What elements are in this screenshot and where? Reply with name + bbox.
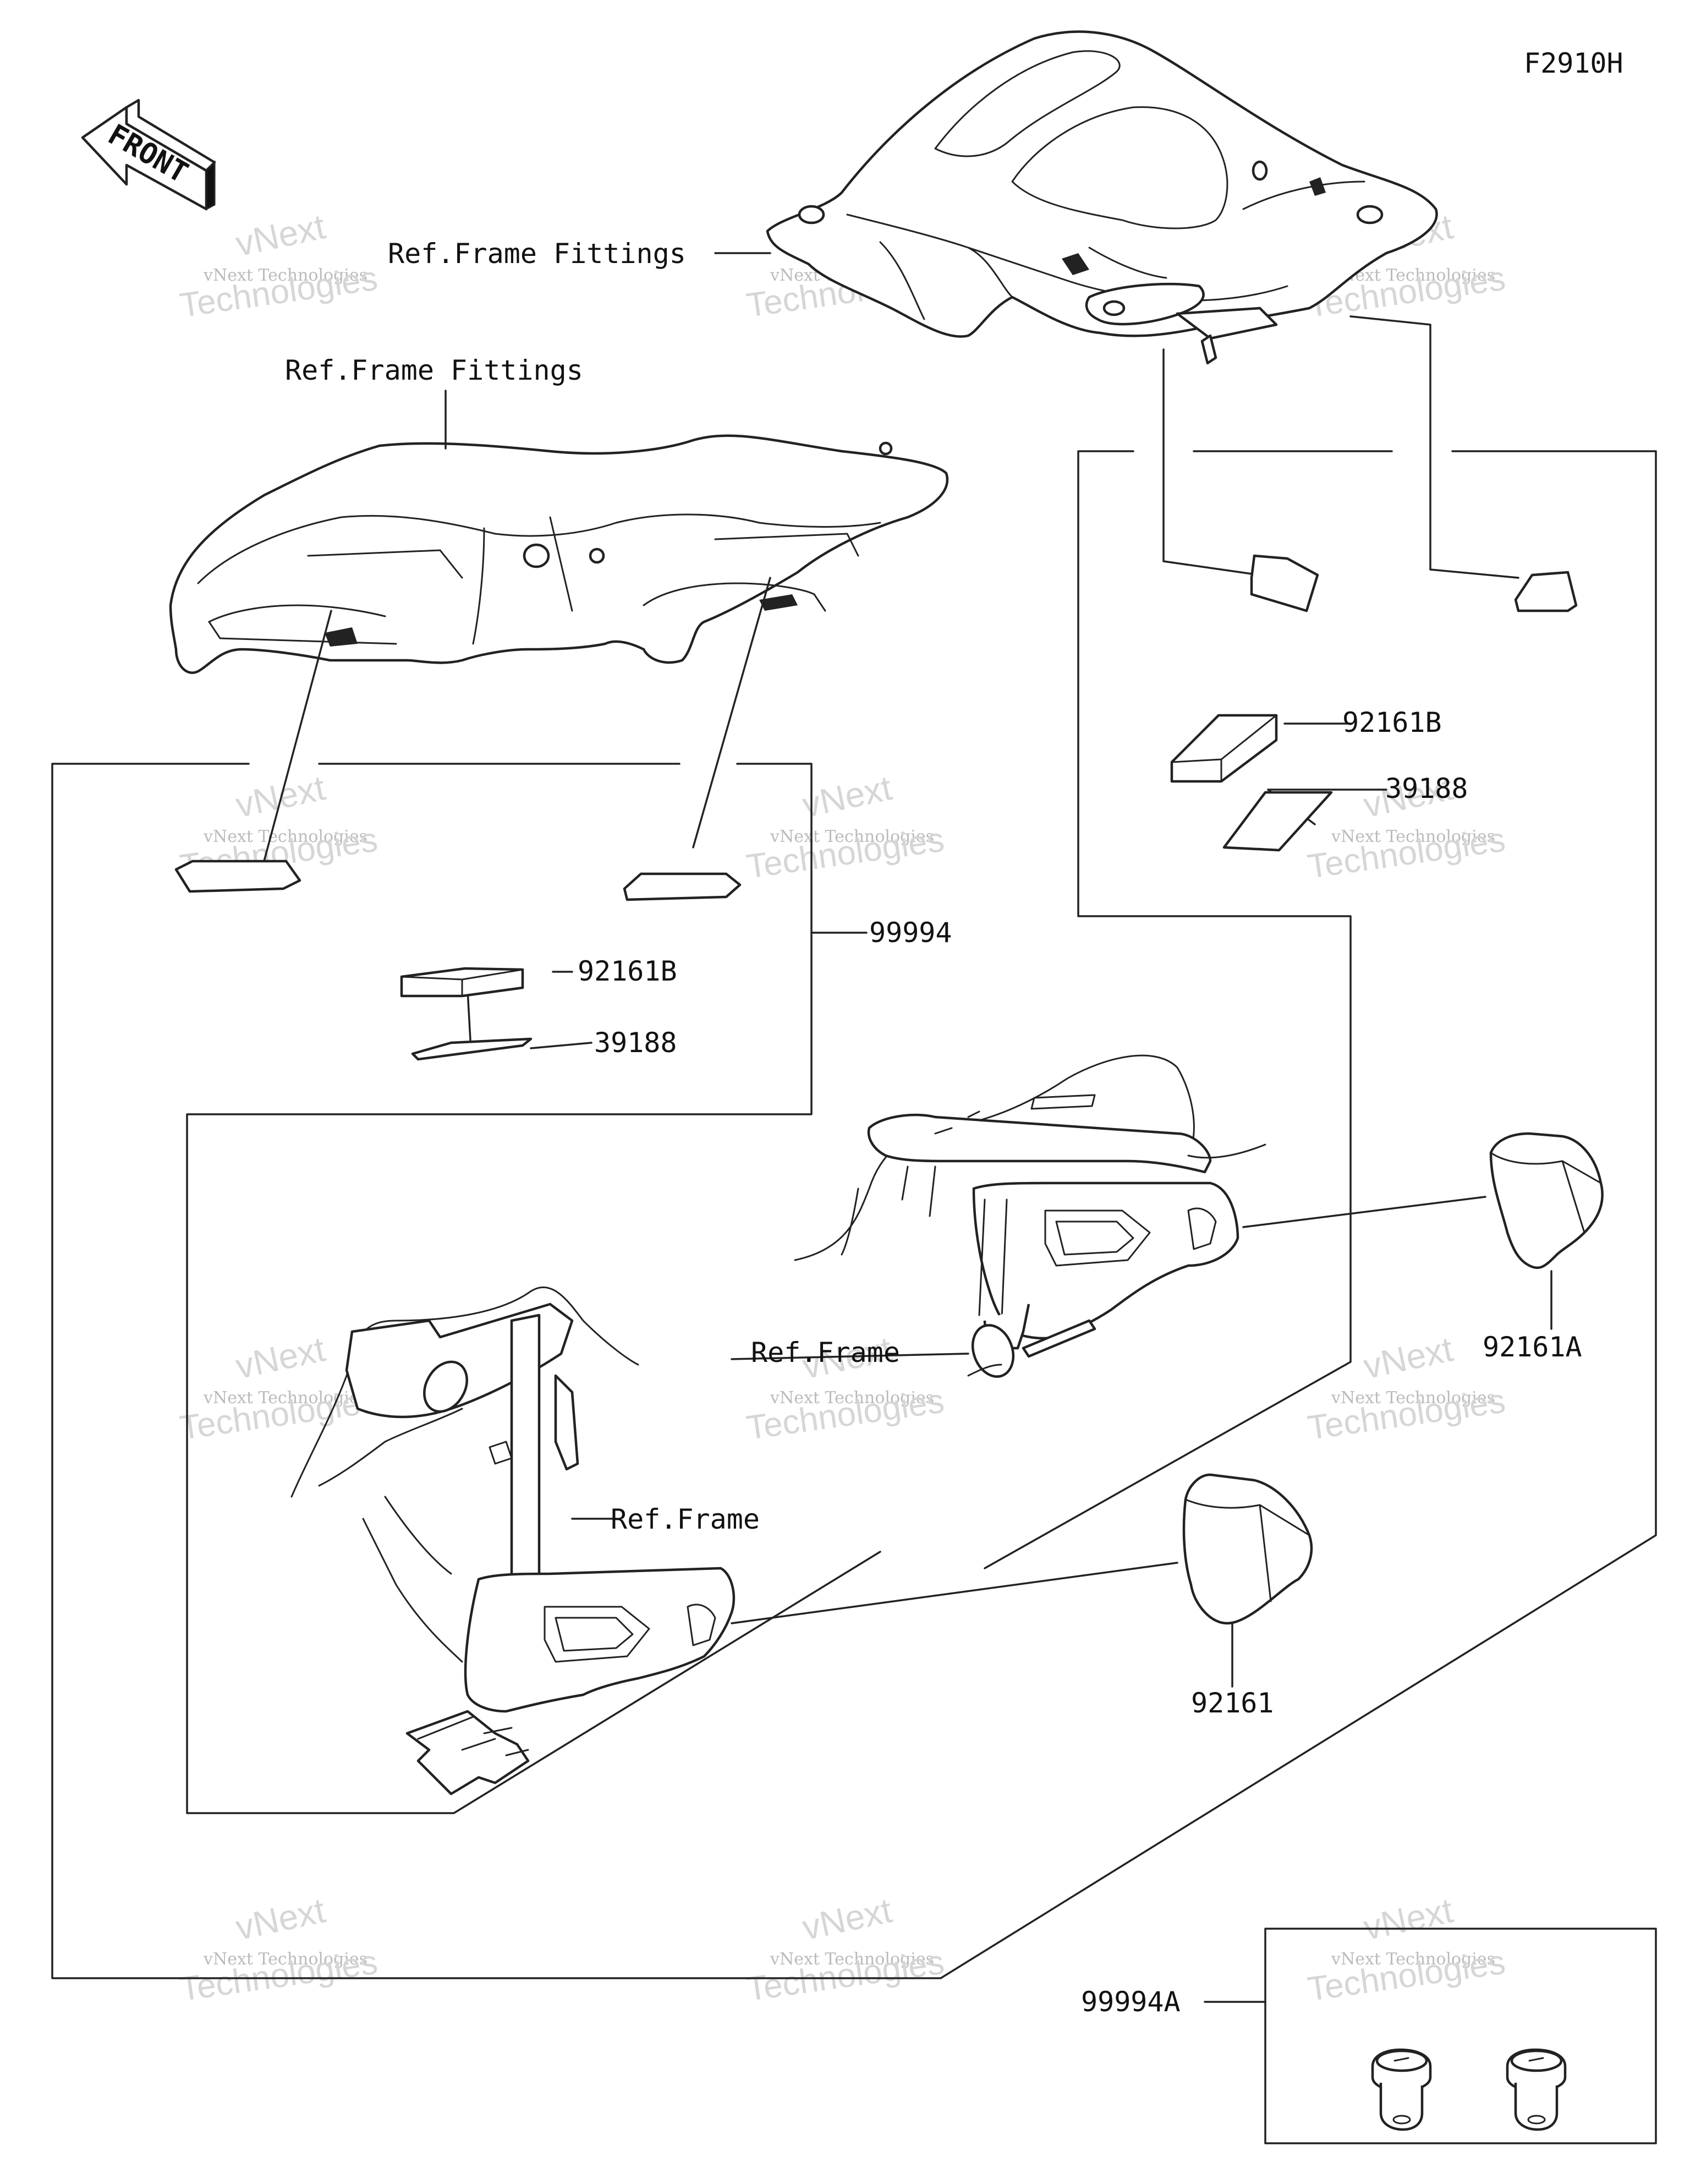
cap-1: [1371, 2048, 1432, 2131]
watermark-line1: vNext: [232, 206, 328, 264]
label-ref-frame-fittings-left: Ref.Frame Fittings: [285, 354, 583, 386]
part-39188-right: [1222, 791, 1333, 852]
watermark: vNext vNext Technologies Technologies: [1305, 1890, 1508, 2008]
watermark-line2: vNext Technologies: [1331, 1950, 1495, 1969]
kit-box-99994A: [1264, 1928, 1657, 2144]
label-39188-left: 39188: [594, 1027, 677, 1059]
watermark-line1: vNext: [799, 768, 895, 825]
label-ref-frame-left: Ref.Frame: [611, 1503, 760, 1535]
watermark: vNext vNext Technologies Technologies: [744, 768, 947, 886]
watermark: vNext vNext Technologies Technologies: [178, 206, 380, 325]
label-92161B-left: 92161B: [578, 955, 677, 987]
watermark-line1: vNext: [1360, 1890, 1456, 1947]
pad-right-1: [1250, 554, 1319, 612]
watermark: vNext vNext Technologies Technologies: [178, 1890, 380, 2008]
pad-left-2: [623, 872, 742, 901]
watermark: vNext vNext Technologies Technologies: [744, 1890, 947, 2008]
pad-left-1: [174, 860, 301, 893]
label-99994: 99994: [869, 917, 952, 949]
watermark-line1: vNext: [232, 1890, 328, 1947]
label-ref-frame-fittings-top: Ref.Frame Fittings: [388, 238, 686, 270]
watermark-line2: vNext Technologies: [1331, 827, 1495, 846]
front-arrow-icon: FRONT: [81, 98, 216, 211]
part-92161B-right: [1170, 714, 1278, 783]
right-frame-bracket: [794, 1054, 1266, 1378]
part-92161B-left: [400, 967, 524, 998]
watermark-line2: vNext Technologies: [770, 827, 934, 846]
label-92161: 92161: [1191, 1687, 1274, 1719]
label-92161A: 92161A: [1483, 1331, 1582, 1363]
label-39188-right: 39188: [1385, 773, 1468, 804]
part-39188-left: [411, 1037, 533, 1061]
part-labels: Ref.Frame Fittings Ref.Frame Fittings 92…: [285, 238, 1582, 2018]
watermark-line1: vNext: [1360, 1329, 1456, 1386]
label-ref-frame-right: Ref.Frame: [751, 1337, 900, 1369]
pad-right-2: [1514, 571, 1578, 612]
watermark-line2: vNext Technologies: [203, 827, 367, 846]
watermark-line1: vNext: [232, 1329, 328, 1386]
left-grab-rail: [169, 434, 949, 674]
top-grab-rail: [766, 30, 1438, 365]
watermark-line2: vNext Technologies: [770, 1388, 934, 1408]
kit-outline-99994: [51, 450, 1657, 1979]
label-92161B-right: 92161B: [1342, 707, 1442, 738]
left-frame-bracket: [290, 1287, 736, 1796]
part-92161A: [1489, 1132, 1604, 1269]
part-92161: [1182, 1473, 1313, 1625]
watermark-line2: vNext Technologies: [203, 1950, 367, 1969]
watermark-line2: vNext Technologies: [770, 1950, 934, 1969]
cap-2: [1506, 2048, 1567, 2131]
label-99994A: 99994A: [1081, 1986, 1181, 2018]
rubber-pads: [174, 554, 1578, 901]
watermark: vNext vNext Technologies Technologies: [1305, 1329, 1508, 1447]
watermark-line2: vNext Technologies: [1331, 1388, 1495, 1408]
watermark-line1: vNext: [799, 1890, 895, 1947]
figure-code: F2910H: [1524, 47, 1623, 79]
leader-lines: [263, 252, 1552, 2003]
watermark-line2: vNext Technologies: [203, 266, 367, 285]
